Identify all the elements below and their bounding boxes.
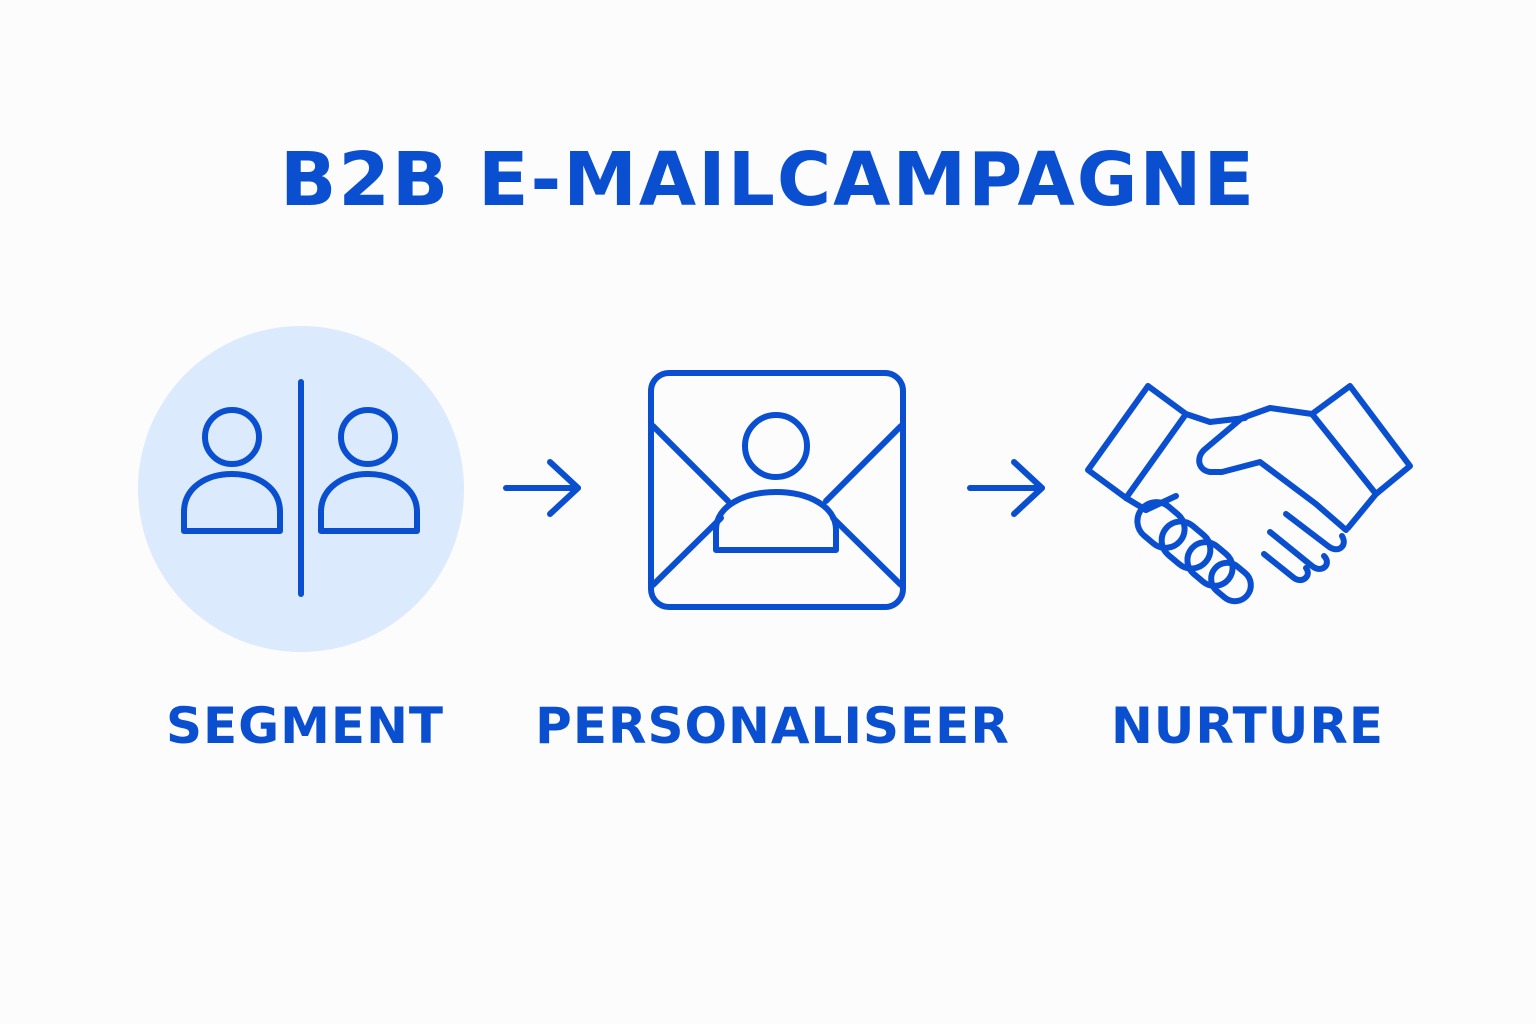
arrow-right-icon — [500, 458, 586, 518]
diagram-title: B2B E-MAILCAMPAGNE — [279, 137, 1257, 223]
step-label-nurture: NURTURE — [1110, 697, 1385, 755]
arrow-right-icon — [964, 458, 1050, 518]
personalized-envelope-icon — [646, 368, 908, 612]
segment-users-icon — [136, 324, 466, 654]
step-label-personalize: PERSONALISEER — [535, 697, 1010, 755]
step-label-segment: SEGMENT — [165, 697, 445, 755]
handshake-icon — [1080, 378, 1420, 610]
